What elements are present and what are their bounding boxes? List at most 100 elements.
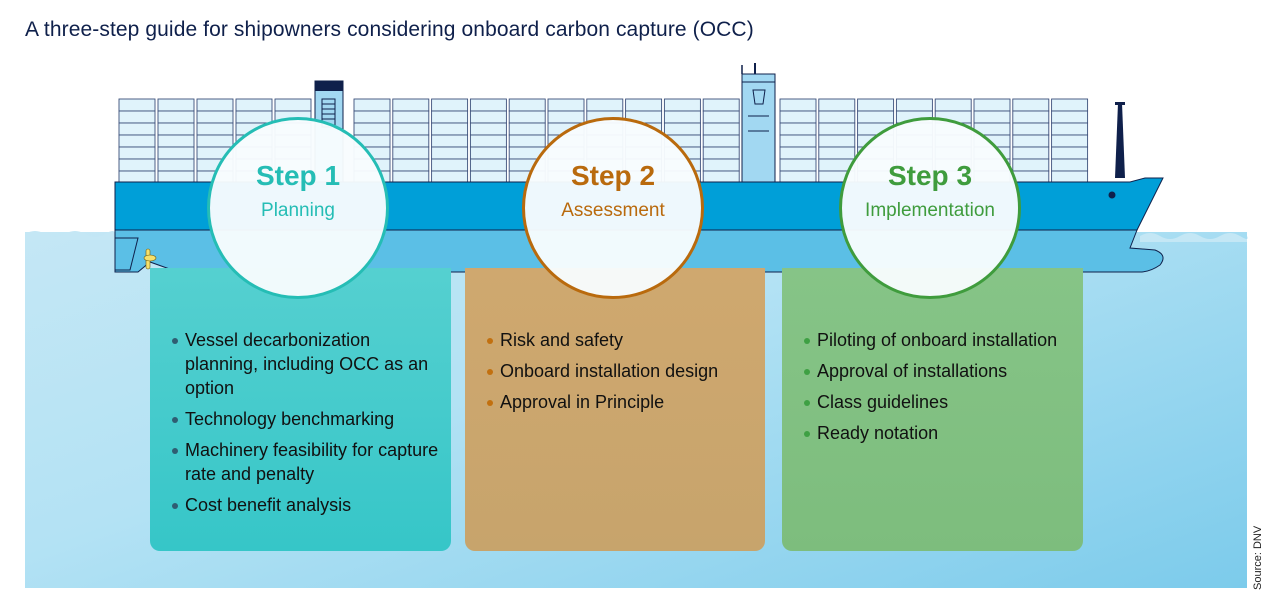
- container-box: [469, 122, 507, 136]
- container-box: [431, 170, 469, 184]
- container-box: [469, 110, 507, 124]
- container-box: [157, 170, 195, 184]
- step-1-panel: Vessel decarbonization planning, includi…: [150, 268, 451, 551]
- bullet-icon: [487, 338, 493, 344]
- container-box: [779, 110, 817, 124]
- list-item: Machinery feasibility for capture rate a…: [170, 438, 441, 486]
- container-box: [1051, 98, 1089, 112]
- container-box: [196, 110, 234, 124]
- container-box: [663, 110, 701, 124]
- bullet-icon: [172, 338, 178, 344]
- container-box: [508, 98, 546, 112]
- container-box: [157, 98, 195, 112]
- container-box: [157, 146, 195, 160]
- container-stack: [431, 98, 469, 184]
- container-box: [235, 110, 273, 124]
- bullet-icon: [172, 448, 178, 454]
- container-stack: [818, 98, 856, 184]
- container-box: [1051, 146, 1089, 160]
- container-box: [469, 98, 507, 112]
- mast-icon: [1115, 102, 1125, 178]
- step-2-subtitle: Assessment: [561, 200, 665, 221]
- container-stack: [508, 98, 546, 184]
- container-box: [973, 98, 1011, 112]
- container-box: [118, 146, 156, 160]
- list-item: Approval in Principle: [485, 390, 755, 414]
- container-box: [392, 158, 430, 172]
- container-box: [118, 170, 156, 184]
- container-box: [353, 110, 391, 124]
- container-box: [118, 134, 156, 148]
- container-box: [118, 110, 156, 124]
- container-stack: [392, 98, 430, 184]
- container-box: [818, 134, 856, 148]
- container-stack: [1051, 98, 1089, 184]
- container-box: [1012, 170, 1050, 184]
- container-box: [235, 98, 273, 112]
- container-box: [469, 134, 507, 148]
- container-box: [818, 146, 856, 160]
- container-box: [1012, 110, 1050, 124]
- container-box: [469, 170, 507, 184]
- container-box: [196, 122, 234, 136]
- container-box: [663, 98, 701, 112]
- container-stack: [1012, 98, 1050, 184]
- container-box: [157, 110, 195, 124]
- container-box: [779, 170, 817, 184]
- diagram-title: A three-step guide for shipowners consid…: [25, 18, 754, 41]
- step-2-panel: Risk and safety Onboard installation des…: [465, 268, 765, 551]
- container-box: [118, 122, 156, 136]
- container-box: [1012, 146, 1050, 160]
- container-box: [857, 98, 895, 112]
- step-1-subtitle: Planning: [261, 200, 335, 221]
- source-note: Source: DNV: [1252, 525, 1264, 590]
- container-box: [702, 146, 740, 160]
- step-3-label: Step 3: [887, 160, 973, 191]
- bullet-icon: [804, 369, 810, 375]
- step-3-subtitle: Implementation: [865, 200, 995, 221]
- container-box: [702, 170, 740, 184]
- container-box: [196, 98, 234, 112]
- bridge-tower-icon: [741, 63, 776, 184]
- step-2-label: Step 2: [570, 160, 656, 191]
- container-box: [779, 134, 817, 148]
- list-item: Technology benchmarking: [170, 407, 441, 431]
- container-box: [663, 122, 701, 136]
- container-box: [1051, 110, 1089, 124]
- bullet-icon: [172, 417, 178, 423]
- container-box: [157, 122, 195, 136]
- container-box: [586, 98, 624, 112]
- container-box: [469, 146, 507, 160]
- list-item: Onboard installation design: [485, 359, 755, 383]
- bullet-icon: [487, 369, 493, 375]
- container-box: [818, 110, 856, 124]
- container-box: [779, 122, 817, 136]
- list-item: Approval of installations: [802, 359, 1073, 383]
- container-box: [392, 98, 430, 112]
- container-box: [547, 110, 585, 124]
- step-2-circle: Step 2 Assessment: [522, 117, 704, 299]
- container-box: [702, 98, 740, 112]
- container-box: [1012, 122, 1050, 136]
- container-box: [779, 158, 817, 172]
- container-box: [1051, 134, 1089, 148]
- container-box: [779, 98, 817, 112]
- list-item: Piloting of onboard installation: [802, 328, 1073, 352]
- container-box: [779, 146, 817, 160]
- container-box: [973, 110, 1011, 124]
- bullet-icon: [804, 431, 810, 437]
- container-box: [857, 110, 895, 124]
- container-stack: [118, 98, 156, 184]
- list-item: Class guidelines: [802, 390, 1073, 414]
- container-box: [353, 98, 391, 112]
- container-box: [1051, 158, 1089, 172]
- container-box: [1012, 98, 1050, 112]
- container-box: [431, 146, 469, 160]
- container-box: [895, 98, 933, 112]
- list-item: Vessel decarbonization planning, includi…: [170, 328, 441, 400]
- bullet-icon: [804, 338, 810, 344]
- container-box: [431, 122, 469, 136]
- container-box: [118, 98, 156, 112]
- container-box: [547, 98, 585, 112]
- step-3-panel: Piloting of onboard installation Approva…: [782, 268, 1083, 551]
